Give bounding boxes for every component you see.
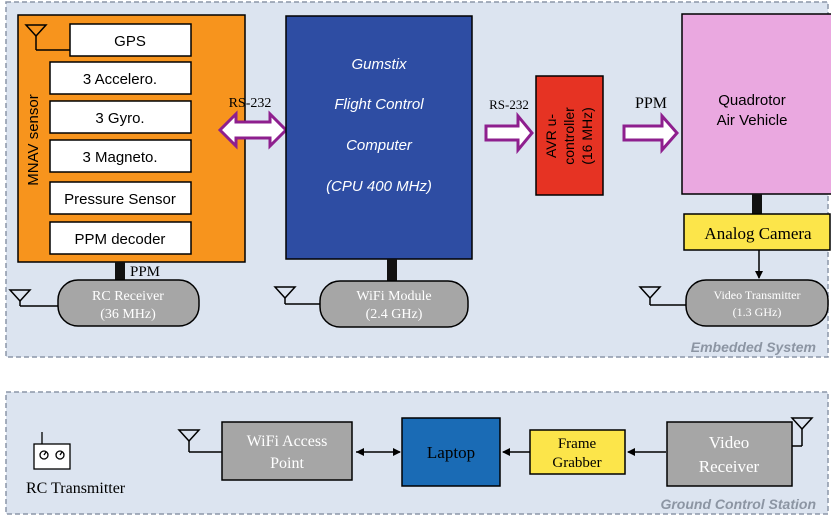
gumstix-box bbox=[285, 15, 473, 260]
avr-line2: controller bbox=[561, 107, 577, 165]
wifi-access-point-box bbox=[221, 421, 353, 481]
avr-box bbox=[535, 75, 604, 196]
rc-transmitter-label: RC Transmitter bbox=[26, 480, 126, 497]
rs232-right-arrow bbox=[484, 111, 534, 155]
avr-line1: AVR u- bbox=[543, 114, 559, 158]
embedded-system-label: Embedded System bbox=[691, 339, 816, 355]
ground-station-label: Ground Control Station bbox=[660, 496, 816, 512]
sensor-item-gps bbox=[69, 23, 192, 57]
frame-grabber-line1: Frame bbox=[558, 436, 597, 452]
video-transmitter-antenna-icon bbox=[638, 286, 688, 306]
video-receiver-block: Video Receiver bbox=[666, 417, 814, 487]
sensor-item-gps-label: GPS bbox=[114, 33, 146, 50]
wifi-access-point-block: WiFi Access Point bbox=[177, 421, 353, 481]
sensor-item-magnetometer bbox=[49, 139, 192, 173]
wifi-module-block: WiFi Module (2.4 GHz) bbox=[273, 280, 469, 328]
ppm-right-arrow bbox=[622, 112, 680, 154]
wifi-ap-antenna-icon bbox=[177, 429, 222, 453]
frame-grabber-line2: Grabber bbox=[552, 455, 601, 471]
video-receiver-line2: Receiver bbox=[699, 457, 760, 476]
video-transmitter-line1: Video Transmitter bbox=[714, 288, 801, 302]
video-receiver-antenna-icon bbox=[790, 417, 814, 447]
laptop-label: Laptop bbox=[427, 443, 475, 462]
sensor-item-accelerometer bbox=[49, 61, 192, 95]
rc-receiver-label-line1: RC Receiver bbox=[92, 289, 164, 304]
wifi-module-line2: (2.4 GHz) bbox=[366, 307, 423, 322]
gumstix-line4: (CPU 400 MHz) bbox=[326, 178, 432, 195]
sensor-item-magnetometer-label: 3 Magneto. bbox=[82, 149, 157, 166]
video-transmitter-box bbox=[685, 279, 829, 327]
wifi-module-line1: WiFi Module bbox=[356, 289, 431, 304]
sensor-item-pressure-label: Pressure Sensor bbox=[64, 191, 176, 208]
ap-laptop-link-arrowhead-left bbox=[356, 448, 364, 456]
wifi-access-point-line1: WiFi Access bbox=[247, 433, 328, 450]
rc-receiver-box bbox=[57, 279, 200, 327]
wifi-access-point-line2: Point bbox=[270, 455, 304, 472]
analog-camera-label: Analog Camera bbox=[704, 224, 812, 243]
rc-receiver-antenna-icon bbox=[8, 289, 60, 307]
laptop-box bbox=[401, 417, 501, 487]
mnav-sensor-title: MNAV sensor bbox=[25, 94, 42, 185]
video-transmitter-block: Video Transmitter (1.3 GHz) bbox=[638, 279, 829, 327]
quadrotor-line2: Air Vehicle bbox=[717, 112, 788, 129]
rc-transmitter-icon bbox=[33, 432, 71, 470]
camera-connector bbox=[752, 194, 762, 214]
video-receiver-line1: Video bbox=[709, 433, 750, 452]
rs232-left-label: RS-232 bbox=[229, 96, 272, 111]
gumstix-line1: Gumstix bbox=[351, 56, 407, 73]
gumstix-line2: Flight Control bbox=[334, 96, 424, 113]
gumstix-line3: Computer bbox=[346, 137, 413, 154]
mnav-sensor-block: MNAV sensor GPS 3 Accelero. 3 Gyro. 3 Ma… bbox=[17, 14, 246, 263]
sensor-item-gyro-label: 3 Gyro. bbox=[95, 110, 144, 127]
frame-grabber-box bbox=[529, 429, 626, 475]
wifi-module-antenna-icon bbox=[273, 286, 322, 305]
avr-block: AVR u- controller (16 MHz) bbox=[535, 75, 604, 196]
sensor-item-ppm-decoder-label: PPM decoder bbox=[75, 231, 166, 248]
analog-camera-box bbox=[683, 213, 831, 251]
ppm-connector bbox=[115, 262, 125, 282]
ppm-connector-label: PPM bbox=[130, 264, 160, 280]
rc-receiver-label-line2: (36 MHz) bbox=[100, 307, 156, 322]
video-receiver-box bbox=[666, 421, 793, 487]
gps-antenna-icon bbox=[24, 24, 70, 51]
sensor-item-pressure bbox=[49, 181, 192, 215]
wifi-module-box bbox=[319, 280, 469, 328]
ppm-right-label: PPM bbox=[635, 95, 667, 112]
sensor-item-ppm-decoder bbox=[49, 221, 192, 255]
sensor-item-gyro bbox=[49, 100, 192, 134]
video-transmitter-line2: (1.3 GHz) bbox=[733, 305, 782, 319]
sensor-item-accelerometer-label: 3 Accelero. bbox=[83, 71, 157, 88]
quadrotor-box bbox=[681, 13, 831, 195]
quadrotor-block: Quadrotor Air Vehicle bbox=[681, 13, 831, 195]
gumstix-block: Gumstix Flight Control Computer (CPU 400… bbox=[285, 15, 473, 260]
rc-receiver-block: RC Receiver (36 MHz) bbox=[8, 279, 200, 327]
rs232-right-label: RS-232 bbox=[489, 97, 529, 112]
avr-line3: (16 MHz) bbox=[579, 107, 595, 165]
wifi-connector bbox=[387, 259, 397, 281]
quadrotor-line1: Quadrotor bbox=[718, 92, 786, 109]
